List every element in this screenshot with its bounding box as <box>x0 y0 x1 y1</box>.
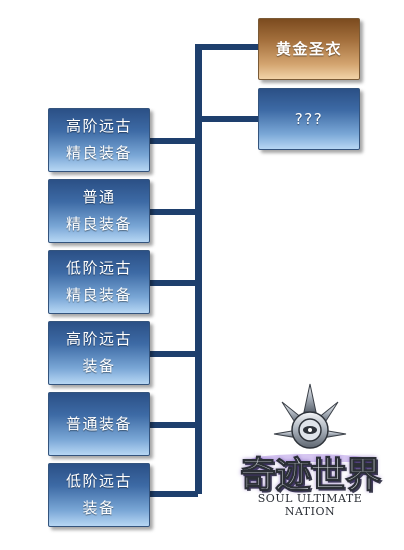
unknown-item-label: ??? <box>294 109 324 128</box>
item-label-line: 精良装备 <box>65 215 132 233</box>
item-box-normal: 普通装备 <box>48 392 150 456</box>
item-box-low-ancient-fine: 低阶远古 精良装备 <box>48 250 150 314</box>
item-label-line: 高阶远古 <box>65 330 132 348</box>
logo-title: 奇迹世界 <box>239 455 381 497</box>
logo-subtitle: SOUL ULTIMATE NATION <box>257 492 363 518</box>
item-label-line: 高阶远古 <box>65 117 132 135</box>
connector-item-5 <box>150 422 198 428</box>
connector-item-1 <box>150 138 198 144</box>
game-logo: 奇迹世界 SOUL ULTIMATE NATION <box>230 382 390 522</box>
connector-item-2 <box>150 209 198 215</box>
item-label-line: 普通装备 <box>65 414 132 433</box>
item-label-line: 普通 <box>82 188 116 206</box>
item-label-line: 低阶远古 <box>65 472 132 490</box>
connector-to-gold-armor <box>195 44 258 50</box>
item-box-high-ancient: 高阶远古 装备 <box>48 321 150 385</box>
item-label-line: 低阶远古 <box>65 259 132 277</box>
gold-armor-box: 黄金圣衣 <box>258 18 360 80</box>
connector-trunk <box>195 44 202 494</box>
item-box-high-ancient-fine: 高阶远古 精良装备 <box>48 108 150 172</box>
item-box-normal-fine: 普通 精良装备 <box>48 179 150 243</box>
item-box-low-ancient: 低阶远古 装备 <box>48 463 150 527</box>
item-label-line: 装备 <box>82 357 116 375</box>
unknown-item-box: ??? <box>258 88 360 150</box>
item-label-line: 装备 <box>82 499 116 517</box>
connector-to-unknown <box>195 116 258 122</box>
connector-item-3 <box>150 280 198 286</box>
star-eye-emblem-icon <box>250 383 370 462</box>
item-label-line: 精良装备 <box>65 286 132 304</box>
item-label-line: 精良装备 <box>65 144 132 162</box>
connector-item-4 <box>150 351 198 357</box>
gold-armor-label: 黄金圣衣 <box>275 39 342 58</box>
connector-item-6 <box>150 491 198 497</box>
